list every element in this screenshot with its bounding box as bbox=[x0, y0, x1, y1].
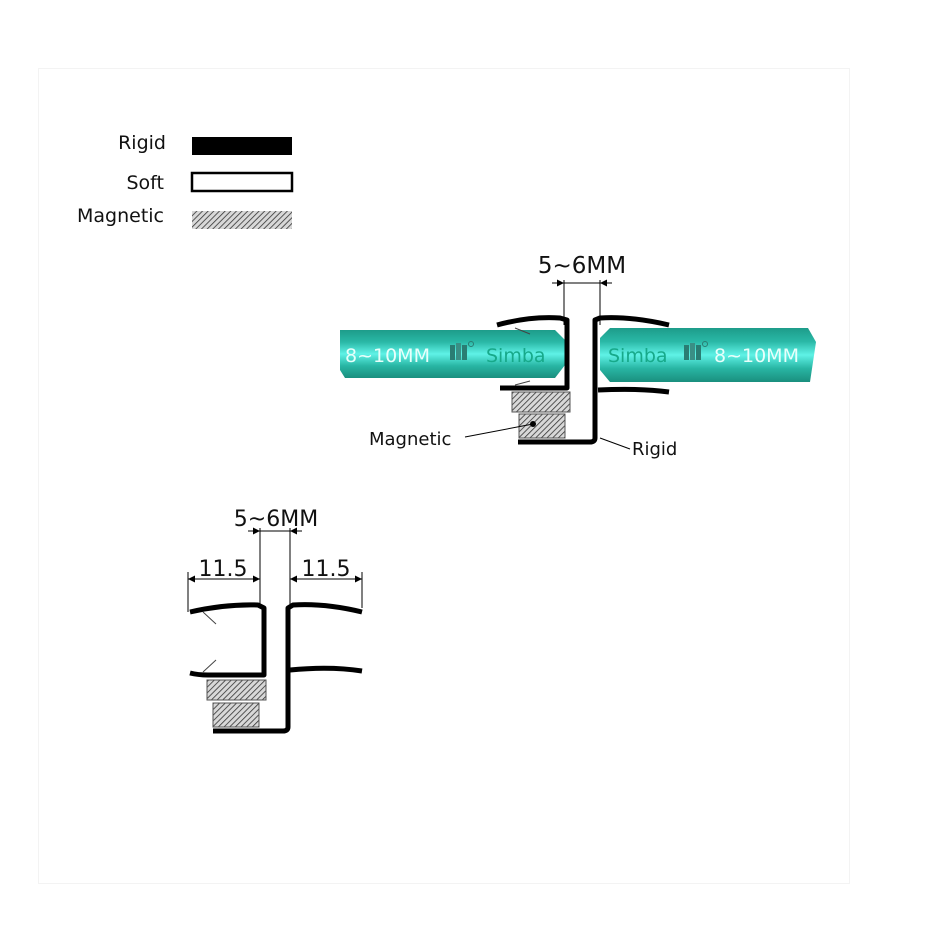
rigid-leader-line bbox=[599, 437, 631, 450]
magnetic-leader-line bbox=[464, 423, 534, 438]
legend: Rigid Soft Magnetic bbox=[77, 132, 294, 229]
bottom-magnetic-strip-lower bbox=[212, 702, 260, 728]
bottom-magnetic-strip-upper bbox=[206, 679, 267, 701]
legend-label-magnetic: Magnetic bbox=[77, 205, 164, 227]
top-gap-dimension-label: 5~6MM bbox=[538, 253, 626, 279]
magnetic-strip-upper bbox=[511, 391, 571, 413]
legend-label-rigid: Rigid bbox=[118, 132, 166, 154]
magnetic-callout-label: Magnetic bbox=[369, 429, 451, 450]
drawing-frame bbox=[38, 68, 850, 884]
simba-logo-icon bbox=[450, 341, 474, 360]
rigid-callout-label: Rigid bbox=[632, 439, 677, 460]
legend-swatch-soft bbox=[190, 171, 294, 193]
right-glass-panel: Simba 8~10MM bbox=[600, 328, 816, 382]
right-glass-brand-label: Simba bbox=[608, 345, 668, 367]
bottom-gap-dimension-label: 5~6MM bbox=[234, 507, 318, 532]
bottom-diagram: 5~6MM 11.5 11.5 bbox=[187, 507, 363, 734]
left-glass-brand-label: Simba bbox=[486, 345, 546, 367]
magnetic-strip-lower bbox=[518, 413, 566, 439]
right-glass-thickness-label: 8~10MM bbox=[714, 345, 799, 367]
left-width-label: 11.5 bbox=[199, 557, 248, 582]
legend-swatch-rigid bbox=[192, 137, 292, 155]
bottom-rigid-profile bbox=[189, 602, 363, 734]
left-glass-panel: 8~10MM Simba bbox=[340, 330, 565, 378]
simba-logo-icon bbox=[684, 341, 708, 360]
left-glass-thickness-label: 8~10MM bbox=[345, 345, 430, 367]
top-diagram: 5~6MM 8~10MM Simba Simba bbox=[340, 253, 816, 460]
right-width-label: 11.5 bbox=[302, 557, 351, 582]
rigid-profile bbox=[496, 315, 670, 445]
legend-label-soft: Soft bbox=[127, 172, 165, 194]
legend-swatch-magnetic bbox=[192, 211, 292, 229]
